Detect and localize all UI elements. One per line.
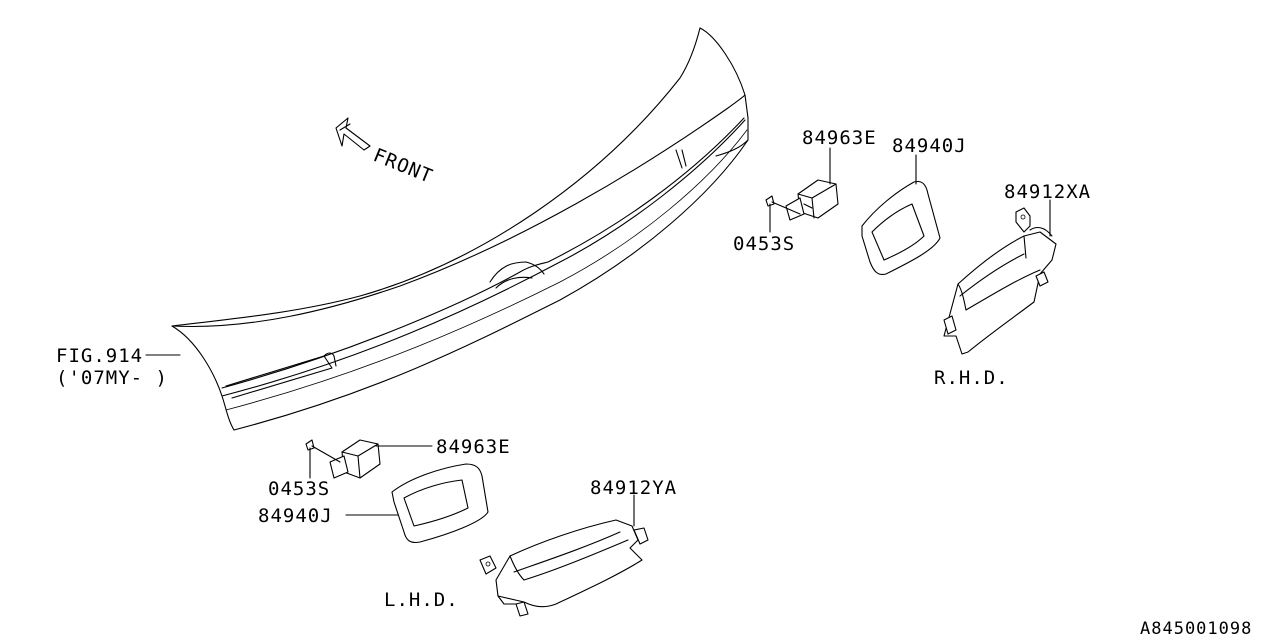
diagram-id-label: A845001098 [1140,619,1252,639]
part-84912XA-label: 84912XA [1004,181,1091,203]
bracket-84963E-lhd [329,439,381,479]
part-84963E-lhd-label: 84963E [436,436,511,458]
gasket-84940J-lhd [391,463,489,544]
fig-ref-label: FIG.914 [56,345,143,367]
part-0453S-rhd-label: 0453S [733,233,795,255]
front-label: FRONT [370,144,436,188]
screw-0453S-rhd [765,195,801,215]
screw-0453S-lhd [305,439,341,463]
lhd-label: L.H.D. [384,589,459,611]
lamp-84912YA [479,519,649,617]
part-84912YA-label: 84912YA [590,477,677,499]
rear-gate-garnish [171,27,749,431]
part-84940J-rhd-label: 84940J [892,135,967,157]
part-84940J-lhd-label: 84940J [258,505,333,527]
bracket-84963E-rhd [785,179,839,221]
rhd-label: R.H.D. [934,367,1009,389]
part-0453S-lhd-label: 0453S [268,478,330,500]
part-84963E-rhd-label: 84963E [802,127,877,149]
front-arrow-icon [335,117,371,151]
gasket-84940J-rhd [861,180,941,276]
lamp-84912XA [943,207,1057,355]
fig-year-label: ('07MY- ) [56,367,168,389]
